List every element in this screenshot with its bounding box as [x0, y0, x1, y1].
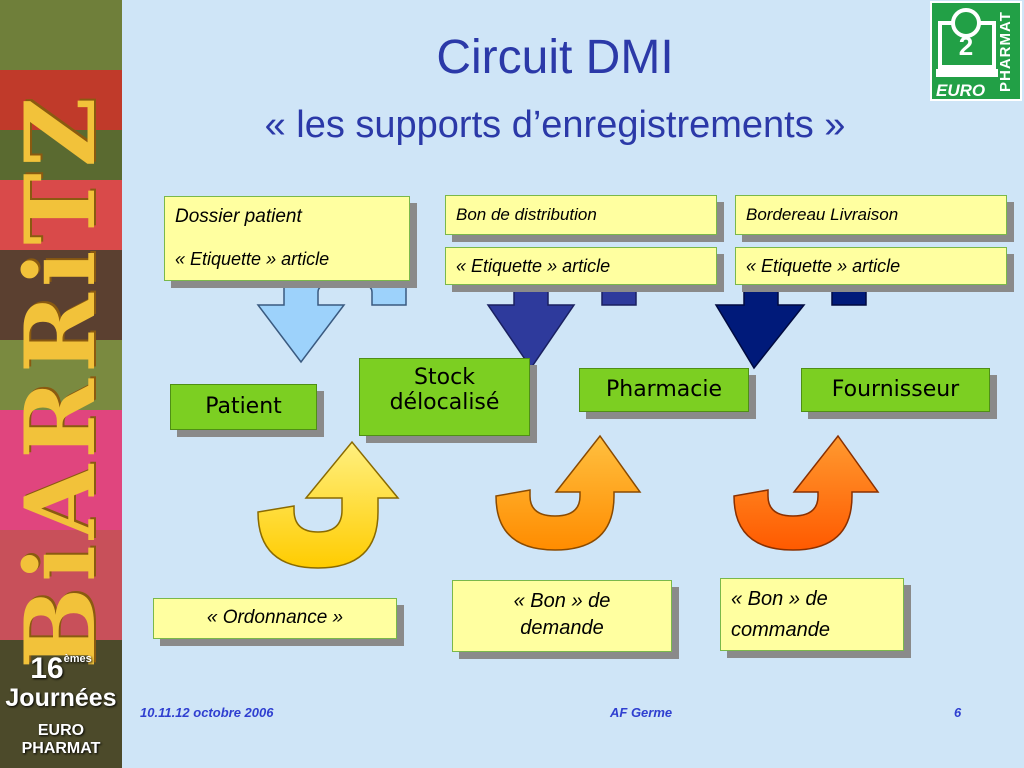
euro-pharmat-logo: 2 PHARMAT EURO: [930, 1, 1022, 101]
delivery-note-label: Bordereau Livraison: [746, 205, 899, 224]
node-pharmacy-label: Pharmacie: [605, 377, 722, 402]
up-arrow-stock: [257, 440, 400, 569]
node-pharmacy: Pharmacie: [579, 368, 749, 412]
prescription-label: « Ordonnance »: [206, 607, 344, 628]
distribution-label-box: « Etiquette » article: [445, 247, 717, 285]
node-stock: Stock délocalisé: [359, 358, 530, 436]
logo-bottom-text: EURO: [936, 81, 986, 100]
node-patient-label: Patient: [205, 394, 282, 419]
distribution-slip-label: Bon de distribution: [456, 205, 597, 224]
request-form-line2: demande: [520, 617, 604, 639]
request-form-line1: « Bon » de: [513, 590, 611, 612]
edition-number: 16èmes: [0, 652, 122, 686]
footer-page-number: 6: [954, 705, 962, 720]
prescription-box: « Ordonnance »: [153, 598, 397, 639]
distribution-slip-box: Bon de distribution: [445, 195, 717, 235]
order-form-line2: commande: [731, 619, 830, 641]
footer-author: AF Germe: [610, 705, 673, 720]
svg-text:2: 2: [959, 31, 973, 61]
edition-journees: Journées: [5, 684, 117, 712]
edition-superscript: èmes: [63, 653, 92, 665]
up-arrow-pharmacy: [495, 434, 642, 551]
node-stock-line2: délocalisé: [389, 390, 500, 415]
patient-record-box: Dossier patient « Etiquette » article: [164, 196, 410, 281]
event-banner: BiARRiTZ 16èmes Journées EURO PHARMAT: [0, 0, 122, 768]
logo-side-text: PHARMAT: [997, 11, 1014, 93]
node-supplier-label: Fournisseur: [831, 377, 960, 402]
banner-title: BiARRiTZ: [4, 91, 117, 669]
distribution-label-article: « Etiquette » article: [456, 256, 611, 276]
delivery-label-article: « Etiquette » article: [746, 256, 901, 276]
delivery-label-box: « Etiquette » article: [735, 247, 1007, 285]
node-supplier: Fournisseur: [801, 368, 990, 412]
edition-number-value: 16: [30, 652, 64, 685]
page-subtitle: « les supports d’enregistrements »: [264, 104, 846, 146]
footer-date: 10.11.12 octobre 2006: [140, 705, 274, 720]
delivery-note-box: Bordereau Livraison: [735, 195, 1007, 235]
page-title: Circuit DMI: [436, 31, 674, 84]
order-form-line1: « Bon » de: [731, 588, 828, 610]
edition-euro-pharmat: EURO PHARMAT: [21, 722, 101, 757]
order-form-box: « Bon » de commande: [720, 578, 904, 651]
patient-label-article: « Etiquette » article: [175, 249, 330, 269]
request-form-box: « Bon » de demande: [452, 580, 672, 652]
logo-emblem-icon: 2: [936, 8, 998, 77]
patient-record-label: Dossier patient: [175, 206, 302, 227]
up-arrow-supplier: [733, 434, 880, 551]
node-stock-line1: Stock: [414, 365, 475, 390]
node-patient: Patient: [170, 384, 317, 430]
